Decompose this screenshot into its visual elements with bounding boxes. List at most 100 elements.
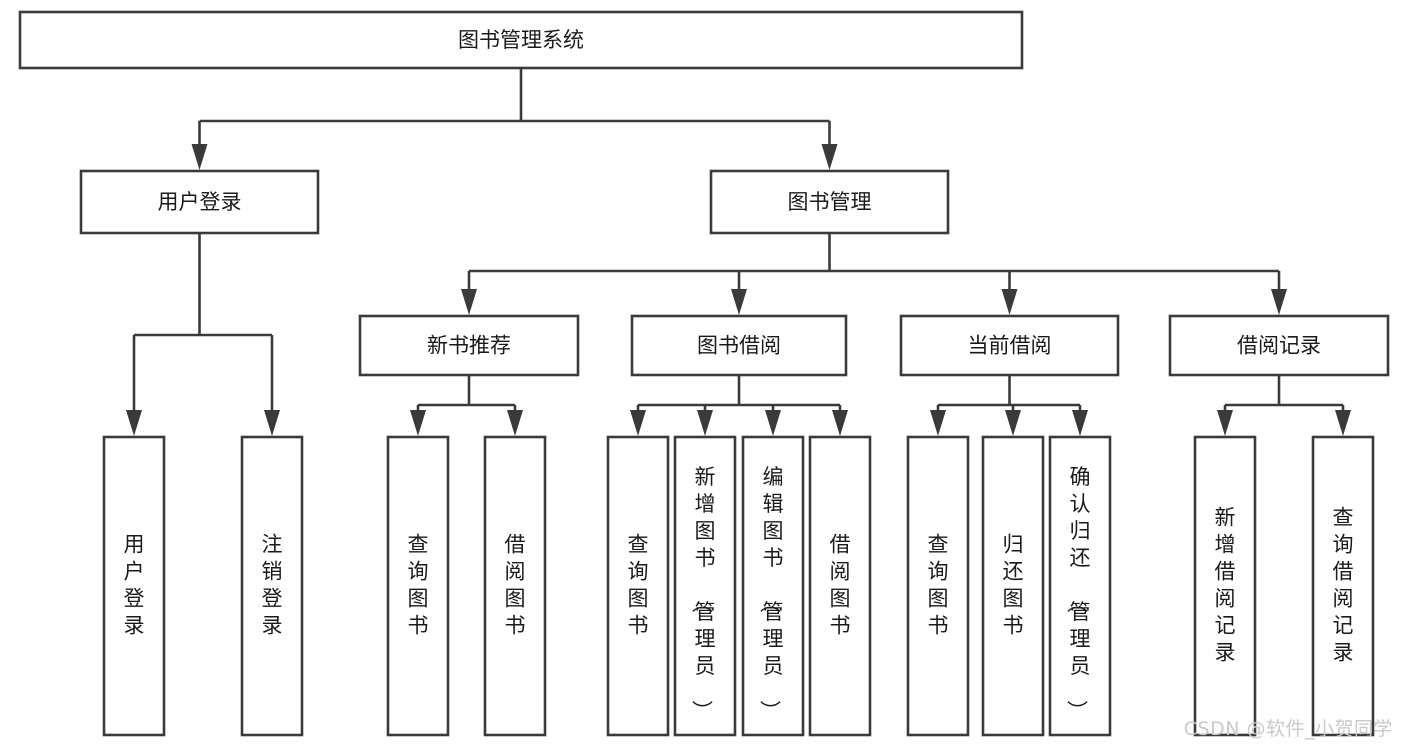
node-leaf-user-login[interactable]: 用户登录: [102, 435, 166, 737]
node-leaf-query-record[interactable]: 查询借阅记录: [1311, 435, 1375, 737]
node-label-char: 阅: [505, 559, 526, 583]
watermark-label: CSDN @软件_小贺同学: [1183, 718, 1393, 740]
node-user-login[interactable]: 用户登录: [79, 169, 320, 235]
node-leaf-borrow-book-2[interactable]: 借阅图书: [808, 435, 872, 737]
node-box[interactable]: [1193, 435, 1257, 737]
node-leaf-query-book-2[interactable]: 查询图书: [606, 435, 670, 737]
node-label-char: 归: [1003, 532, 1024, 556]
node-box[interactable]: [79, 169, 320, 235]
node-label-char: 员: [763, 654, 784, 678]
node-label-char: 阅: [830, 559, 851, 583]
node-box[interactable]: [18, 10, 1024, 70]
node-label-char: 管: [1070, 600, 1091, 624]
node-label: 新书推荐: [427, 334, 511, 358]
node-label-char: 理: [763, 627, 784, 651]
node-label-char: 录: [124, 613, 145, 637]
node-box[interactable]: [899, 314, 1120, 377]
node-box[interactable]: [709, 169, 950, 235]
node-leaf-borrow-book-1[interactable]: 借阅图书: [483, 435, 547, 737]
arrow-head-icon: [832, 410, 848, 436]
arrow-head-icon: [264, 410, 280, 436]
node-label-char: 书: [695, 546, 716, 570]
node-label-char: 录: [262, 613, 283, 637]
node-leaf-add-book[interactable]: 新增图书（管理员）: [673, 435, 737, 737]
node-box[interactable]: [358, 314, 580, 377]
arrow-head-icon: [765, 410, 781, 436]
node-leaf-query-book-1[interactable]: 查询图书: [386, 435, 450, 737]
node-box[interactable]: [808, 435, 872, 737]
node-leaf-add-record[interactable]: 新增借阅记录: [1193, 435, 1257, 737]
node-label-char: 理: [1070, 627, 1091, 651]
node-root[interactable]: 图书管理系统: [18, 10, 1024, 70]
node-label-char: 阅: [1333, 586, 1354, 610]
node-label-char: 询: [628, 559, 649, 583]
node-label-char: 借: [505, 532, 526, 556]
node-box[interactable]: [606, 435, 670, 737]
node-box[interactable]: [1168, 314, 1390, 377]
node-new-book-recommend[interactable]: 新书推荐: [358, 314, 580, 377]
connector-group: [191, 68, 838, 170]
node-label-char: 辑: [763, 492, 784, 516]
node-box[interactable]: [673, 435, 737, 737]
node-label-char: 图: [505, 586, 526, 610]
node-box[interactable]: [981, 435, 1045, 737]
node-book-manage[interactable]: 图书管理: [709, 169, 950, 235]
connector-group: [1217, 375, 1351, 436]
node-label: 注销登录: [262, 532, 283, 637]
node-label: 归还图书: [1003, 532, 1024, 637]
node-label-char: 注: [262, 532, 283, 556]
node-label-char: 管: [763, 600, 784, 624]
node-leaf-confirm-return[interactable]: 确认归还（管理员）: [1048, 435, 1112, 737]
node-label-char: 登: [124, 586, 145, 610]
node-label: 确认归还（管理员）: [1065, 465, 1091, 721]
node-label-char: 询: [928, 559, 949, 583]
node-label-char: 书: [830, 613, 851, 637]
node-label-char: 新: [1215, 505, 1236, 529]
node-label: 查询图书: [628, 532, 649, 637]
node-box[interactable]: [741, 435, 805, 737]
node-label: 借阅图书: [505, 532, 526, 637]
node-label-char: 查: [1333, 505, 1354, 529]
node-label-char: 认: [1070, 492, 1091, 516]
node-label-char: 增: [1215, 532, 1236, 556]
node-box[interactable]: [906, 435, 970, 737]
node-label-char: 图: [695, 519, 716, 543]
node-box[interactable]: [102, 435, 166, 737]
node-label-char: 确: [1070, 465, 1091, 489]
node-box[interactable]: [630, 314, 848, 377]
node-label-char: 图: [628, 586, 649, 610]
node-box[interactable]: [240, 435, 304, 737]
node-leaf-return-book[interactable]: 归还图书: [981, 435, 1045, 737]
node-leaf-user-logout[interactable]: 注销登录: [240, 435, 304, 737]
node-label-char: （: [690, 592, 714, 613]
node-label-char: 查: [408, 532, 429, 556]
node-label-char: 归: [1070, 519, 1091, 543]
arrow-head-icon: [1005, 410, 1021, 436]
arrow-head-icon: [1072, 410, 1088, 436]
connector-group: [410, 375, 523, 436]
arrow-head-icon: [1217, 410, 1233, 436]
node-label-char: 书: [1003, 613, 1024, 637]
node-label: 图书管理系统: [458, 28, 584, 52]
node-box[interactable]: [1048, 435, 1112, 737]
connector-group: [630, 375, 848, 436]
node-borrow-record[interactable]: 借阅记录: [1168, 314, 1390, 377]
node-label-char: 书: [505, 613, 526, 637]
node-leaf-edit-book[interactable]: 编辑图书（管理员）: [741, 435, 805, 737]
node-label-char: 员: [1070, 654, 1091, 678]
node-label-char: 书: [928, 613, 949, 637]
node-current-borrow[interactable]: 当前借阅: [899, 314, 1120, 377]
node-leaf-query-book-3[interactable]: 查询图书: [906, 435, 970, 737]
node-box[interactable]: [483, 435, 547, 737]
node-label-char: 增: [695, 492, 716, 516]
node-book-borrow[interactable]: 图书借阅: [630, 314, 848, 377]
node-box[interactable]: [386, 435, 450, 737]
node-label-char: 查: [628, 532, 649, 556]
arrow-head-icon: [697, 410, 713, 436]
arrow-head-icon: [191, 144, 208, 170]
node-box[interactable]: [1311, 435, 1375, 737]
node-label-char: 书: [628, 613, 649, 637]
node-label-char: 还: [1070, 546, 1091, 570]
connector-group: [126, 233, 280, 436]
node-label: 当前借阅: [968, 334, 1052, 358]
